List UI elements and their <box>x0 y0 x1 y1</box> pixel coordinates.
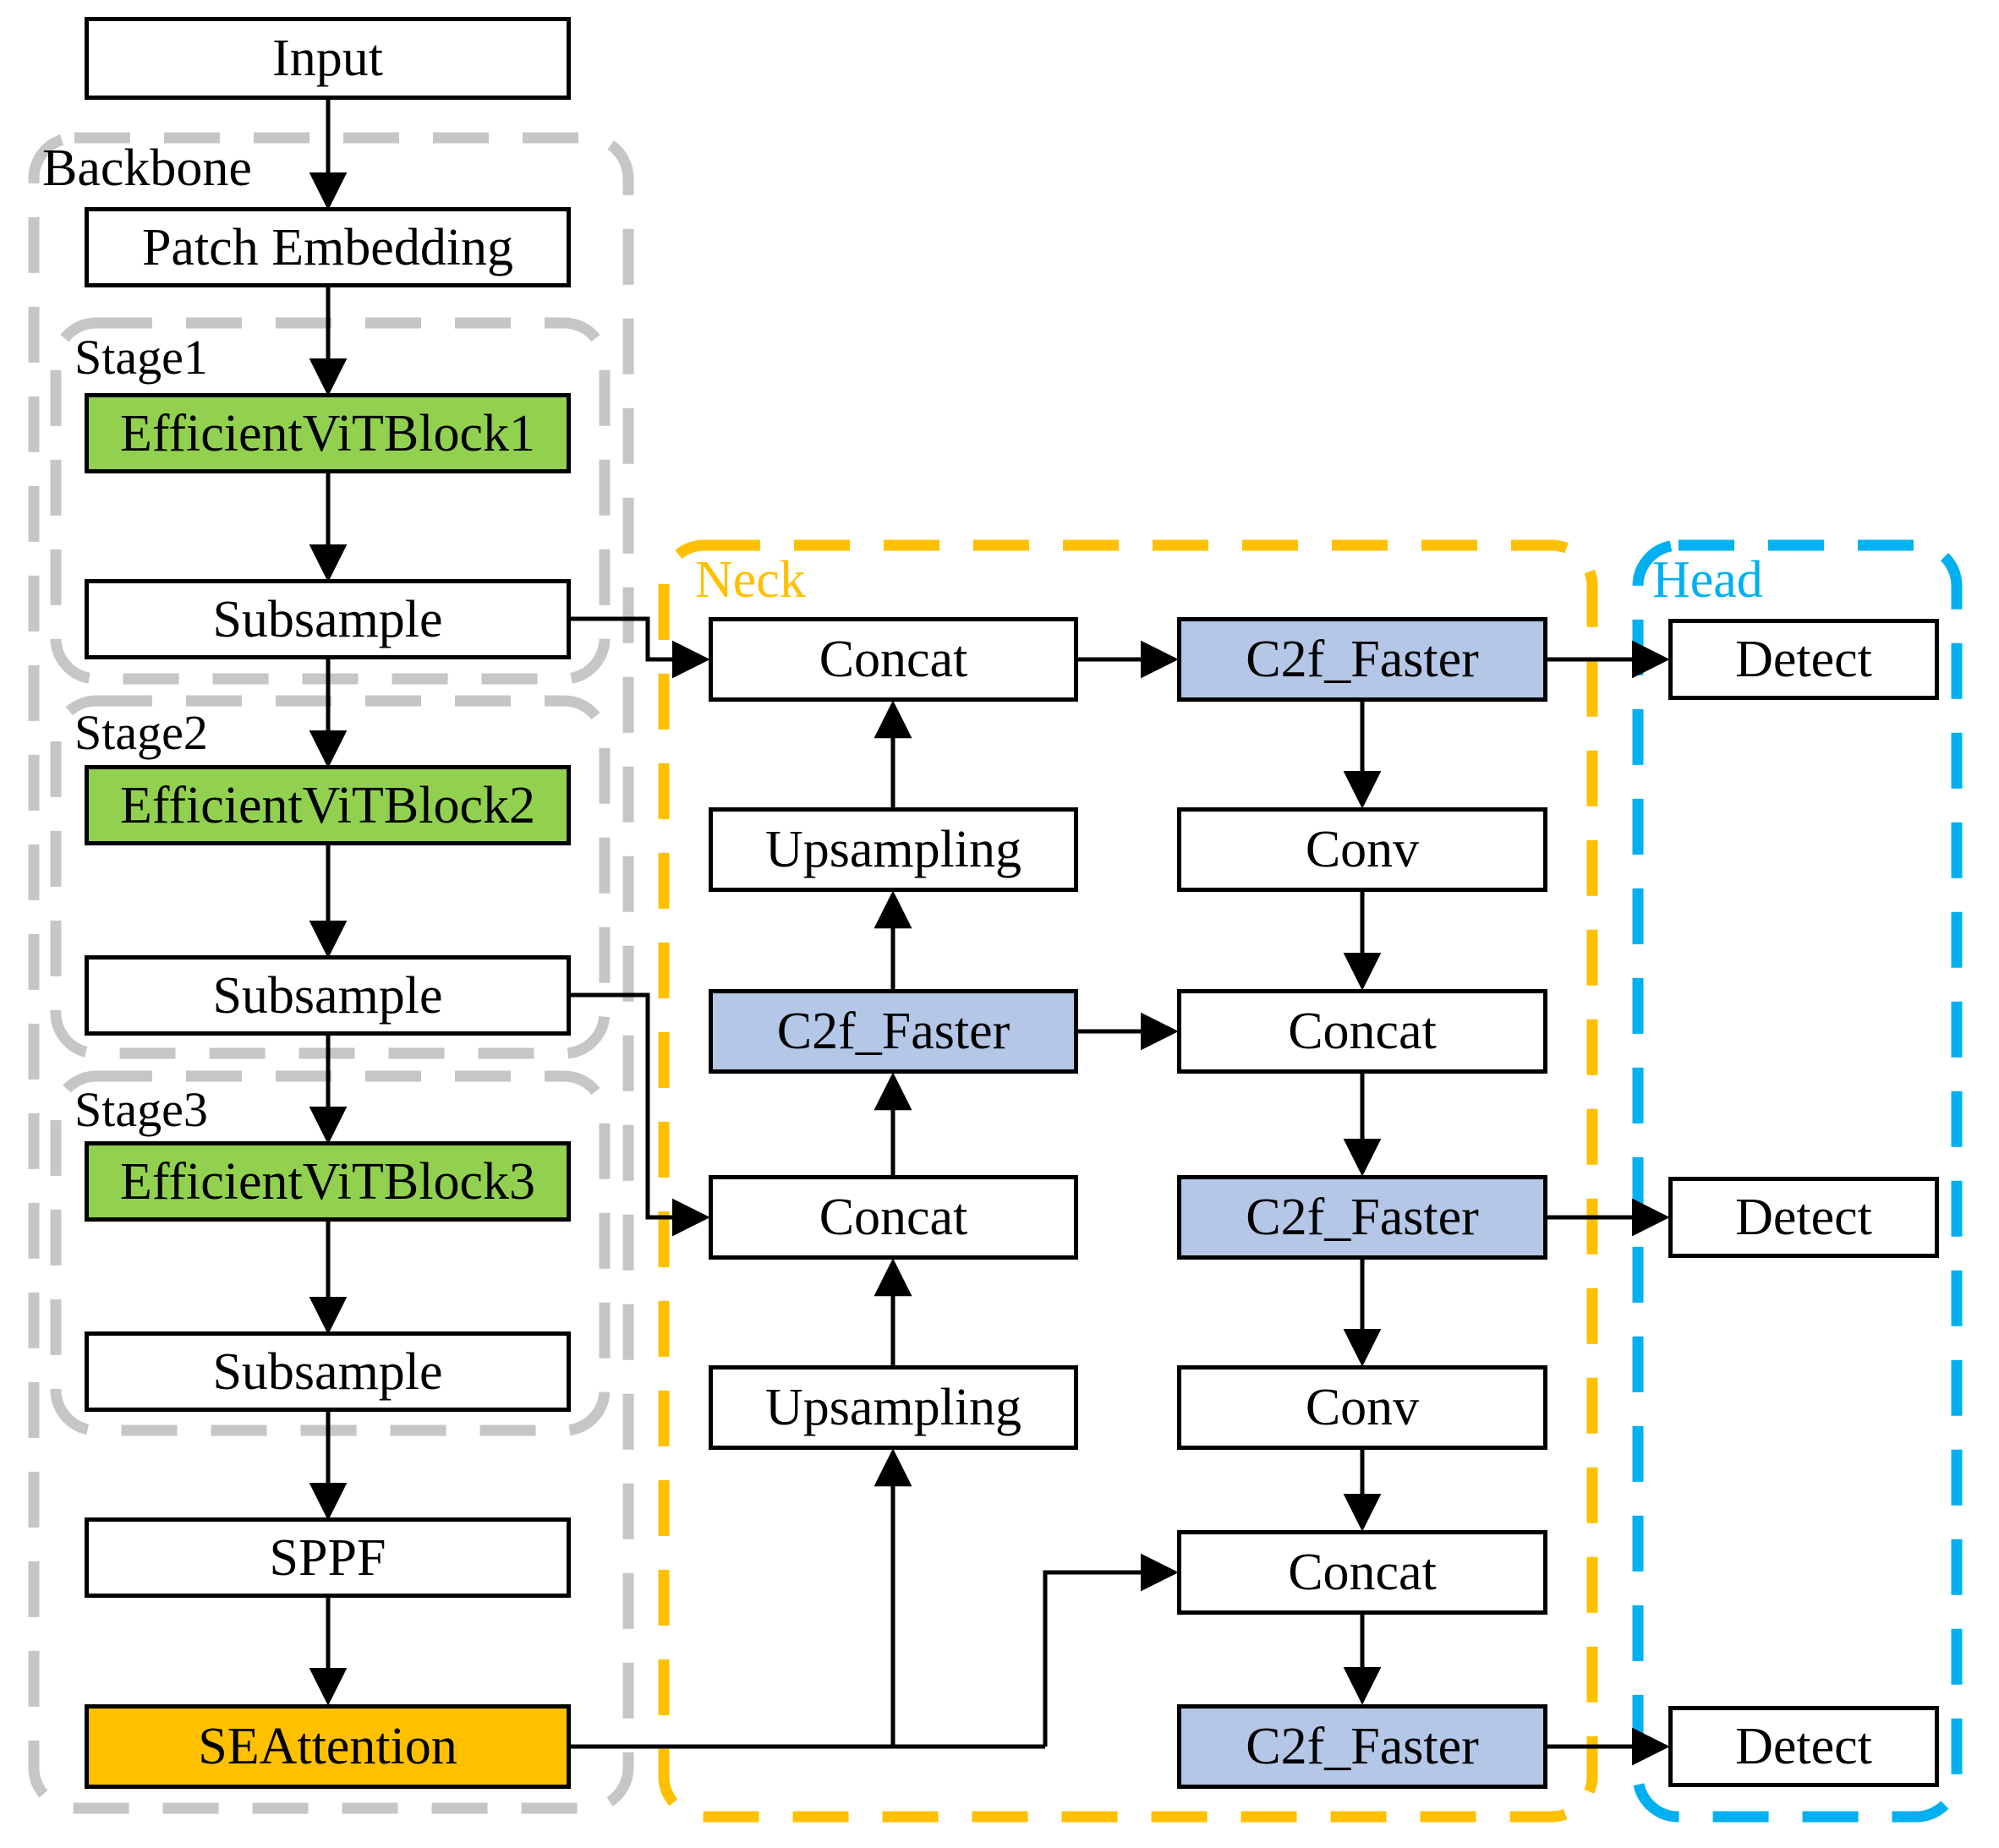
head-container <box>1632 539 1963 1823</box>
head-label: Head <box>1652 551 1763 609</box>
node-c2f-faster-p5: C2f_Faster <box>1177 1704 1547 1789</box>
node-concat-p5: Concat <box>1177 1530 1547 1615</box>
node-upsampling-bottom: Upsampling <box>709 1365 1078 1450</box>
node-conv-b: Conv <box>1177 1365 1547 1450</box>
node-detect-p5: Detect <box>1668 1706 1939 1787</box>
edge-sub2-concat-mid <box>571 992 710 1237</box>
node-subsample1: Subsample <box>85 579 571 659</box>
edge-seatt-concat-p5 <box>1043 1553 1179 1747</box>
stage3-label: Stage3 <box>74 1082 208 1137</box>
neck-label: Neck <box>695 551 806 609</box>
node-seattention: SEAttention <box>85 1704 571 1789</box>
stage2-label: Stage2 <box>74 705 208 760</box>
node-efficientvit-block2: EfficientViTBlock2 <box>85 765 571 845</box>
node-efficientvit-block3: EfficientViTBlock3 <box>85 1141 571 1222</box>
node-concat-mid: Concat <box>709 1175 1078 1260</box>
node-concat-p4: Concat <box>1177 989 1547 1074</box>
node-c2f-faster-mid: C2f_Faster <box>709 989 1078 1074</box>
node-input: Input <box>85 17 571 100</box>
node-detect-p3: Detect <box>1668 619 1939 700</box>
node-conv-a: Conv <box>1177 807 1547 892</box>
node-patch-embedding: Patch Embedding <box>85 207 571 287</box>
edge-sub1-concat-top <box>571 616 710 679</box>
backbone-label: Backbone <box>42 139 252 197</box>
node-detect-p4: Detect <box>1668 1177 1939 1258</box>
backbone-container <box>28 132 634 1814</box>
node-c2f-faster-p3: C2f_Faster <box>1177 617 1547 702</box>
node-upsampling-top: Upsampling <box>709 807 1078 892</box>
node-efficientvit-block1: EfficientViTBlock1 <box>85 393 571 473</box>
node-concat-top: Concat <box>709 617 1078 702</box>
node-c2f-faster-p4: C2f_Faster <box>1177 1175 1547 1260</box>
node-subsample2: Subsample <box>85 955 571 1036</box>
node-sppf: SPPF <box>85 1517 571 1598</box>
stage1-label: Stage1 <box>74 330 208 385</box>
node-subsample3: Subsample <box>85 1331 571 1412</box>
